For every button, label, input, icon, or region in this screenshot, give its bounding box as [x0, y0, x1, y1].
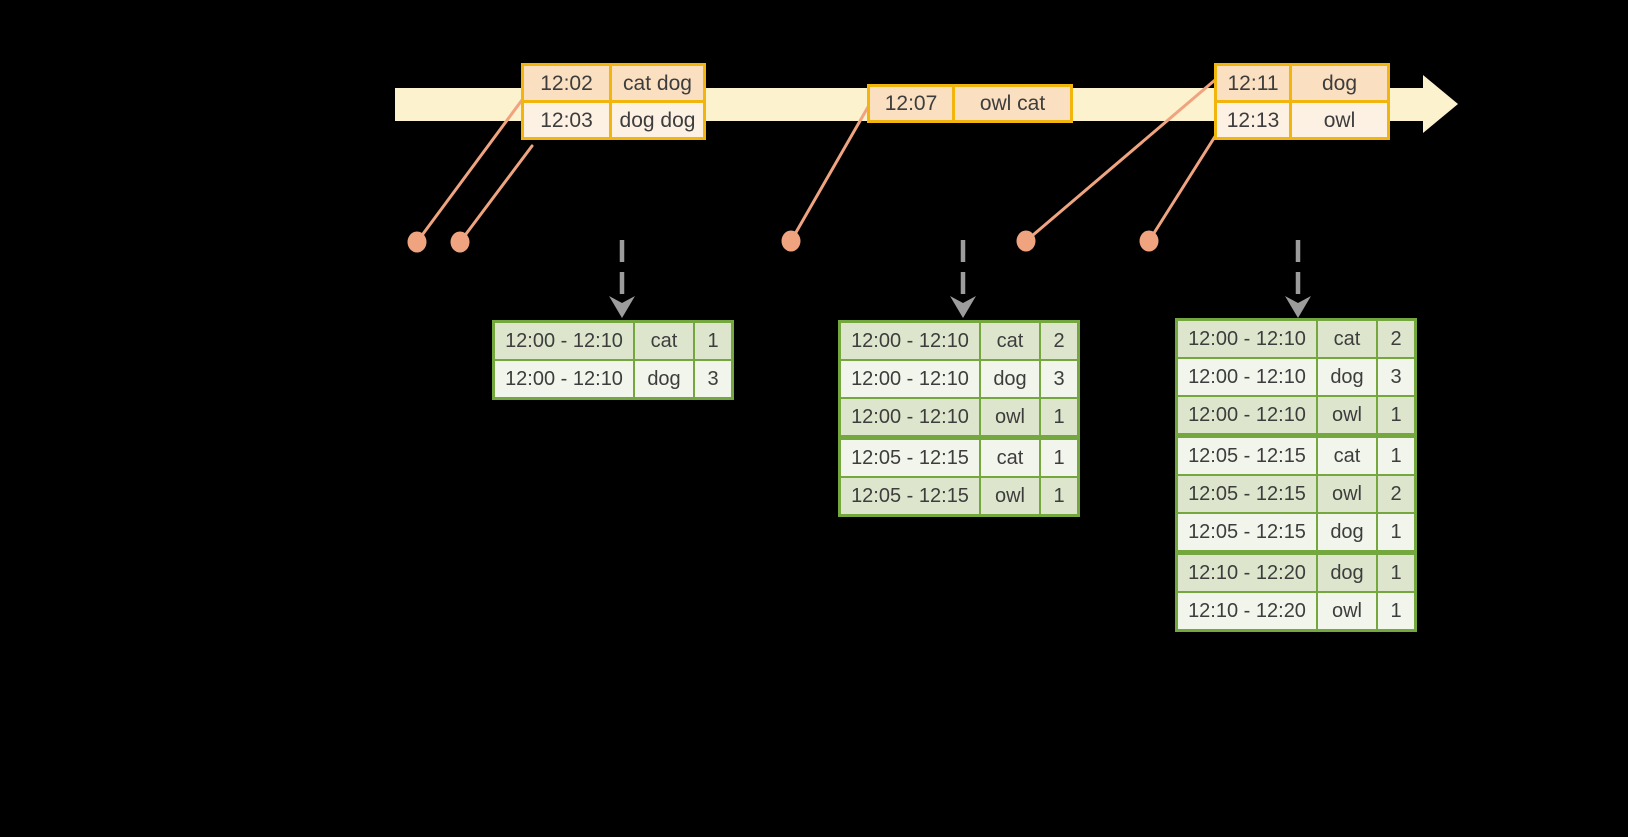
result-row: 12:00 - 12:10 owl 1: [841, 399, 1077, 435]
leader-line-3: [789, 105, 870, 243]
count-cell: 2: [1041, 323, 1077, 359]
word-cell: dog: [1318, 359, 1376, 395]
event-table-2: 12:07 owl cat: [867, 84, 1073, 123]
result-table-2: 12:00 - 12:10 cat 2 12:00 - 12:10 dog 3 …: [838, 320, 1080, 517]
result-row: 12:00 - 12:10 cat 2: [841, 323, 1077, 359]
event-dot-2: [450, 231, 470, 253]
result-table-3: 12:00 - 12:10 cat 2 12:00 - 12:10 dog 3 …: [1175, 318, 1417, 632]
leader-line-5: [1147, 125, 1223, 243]
window-cell: 12:00 - 12:10: [841, 361, 979, 397]
timeline-arrowhead: [1423, 75, 1458, 133]
result-table-1: 12:00 - 12:10 cat 1 12:00 - 12:10 dog 3: [492, 320, 734, 400]
window-cell: 12:05 - 12:15: [1178, 438, 1316, 474]
result-row: 12:00 - 12:10 cat 2: [1178, 321, 1414, 357]
event-table-1: 12:02 cat dog 12:03 dog dog: [521, 63, 706, 140]
event-time-cell: 12:07: [870, 87, 952, 120]
count-cell: 1: [1378, 397, 1414, 433]
result-row: 12:00 - 12:10 owl 1: [1178, 397, 1414, 433]
event-time-cell: 12:03: [524, 103, 609, 137]
word-cell: owl: [981, 478, 1039, 514]
window-cell: 12:10 - 12:20: [1178, 555, 1316, 591]
event-words-cell: cat dog: [612, 66, 703, 100]
result-row: 12:05 - 12:15 cat 1: [841, 440, 1077, 476]
event-dot-4: [1016, 230, 1036, 252]
event-dots: [407, 230, 1159, 253]
window-cell: 12:05 - 12:15: [1178, 476, 1316, 512]
result-row: 12:00 - 12:10 dog 3: [1178, 359, 1414, 395]
count-cell: 1: [1378, 593, 1414, 629]
result-row: 12:00 - 12:10 dog 3: [495, 361, 731, 397]
count-cell: 1: [1041, 478, 1077, 514]
word-cell: cat: [635, 323, 693, 359]
event-words-cell: dog dog: [612, 103, 703, 137]
word-cell: cat: [981, 323, 1039, 359]
word-cell: cat: [1318, 438, 1376, 474]
window-cell: 12:00 - 12:10: [495, 361, 633, 397]
trigger-arrow-head-2: [950, 296, 976, 318]
word-cell: dog: [981, 361, 1039, 397]
leader-line-2: [458, 144, 534, 244]
result-row: 12:05 - 12:15 cat 1: [1178, 438, 1414, 474]
window-cell: 12:00 - 12:10: [841, 399, 979, 435]
word-cell: owl: [981, 399, 1039, 435]
word-cell: dog: [1318, 555, 1376, 591]
word-cell: dog: [635, 361, 693, 397]
trigger-arrow-head-1: [609, 296, 635, 318]
event-words-cell: owl cat: [955, 87, 1070, 120]
leader-line-4: [1024, 78, 1217, 243]
result-row: 12:05 - 12:15 owl 1: [841, 478, 1077, 514]
window-cell: 12:05 - 12:15: [1178, 514, 1316, 550]
result-row: 12:05 - 12:15 owl 2: [1178, 476, 1414, 512]
window-cell: 12:10 - 12:20: [1178, 593, 1316, 629]
event-words-cell: owl: [1292, 103, 1387, 137]
result-row: 12:05 - 12:15 dog 1: [1178, 514, 1414, 550]
count-cell: 1: [1378, 555, 1414, 591]
event-words-cell: dog: [1292, 66, 1387, 100]
event-dot-1: [407, 231, 427, 253]
window-cell: 12:05 - 12:15: [841, 440, 979, 476]
result-row: 12:10 - 12:20 owl 1: [1178, 593, 1414, 629]
leader-line-1: [415, 98, 524, 244]
count-cell: 1: [1378, 514, 1414, 550]
word-cell: owl: [1318, 593, 1376, 629]
count-cell: 2: [1378, 476, 1414, 512]
event-dot-5: [1139, 230, 1159, 252]
window-cell: 12:00 - 12:10: [1178, 359, 1316, 395]
count-cell: 1: [1041, 440, 1077, 476]
count-cell: 3: [1041, 361, 1077, 397]
leader-lines: [415, 78, 1223, 244]
event-dot-3: [781, 230, 801, 252]
result-row: 12:10 - 12:20 dog 1: [1178, 555, 1414, 591]
count-cell: 3: [695, 361, 731, 397]
word-cell: cat: [981, 440, 1039, 476]
word-cell: owl: [1318, 397, 1376, 433]
window-cell: 12:00 - 12:10: [1178, 321, 1316, 357]
window-cell: 12:05 - 12:15: [841, 478, 979, 514]
trigger-arrows: [609, 240, 1311, 318]
word-cell: owl: [1318, 476, 1376, 512]
event-time-cell: 12:13: [1217, 103, 1289, 137]
count-cell: 1: [695, 323, 731, 359]
trigger-arrow-head-3: [1285, 296, 1311, 318]
event-table-3: 12:11 dog 12:13 owl: [1214, 63, 1390, 140]
result-row: 12:00 - 12:10 cat 1: [495, 323, 731, 359]
count-cell: 1: [1041, 399, 1077, 435]
window-cell: 12:00 - 12:10: [495, 323, 633, 359]
result-row: 12:00 - 12:10 dog 3: [841, 361, 1077, 397]
count-cell: 3: [1378, 359, 1414, 395]
word-cell: dog: [1318, 514, 1376, 550]
window-cell: 12:00 - 12:10: [841, 323, 979, 359]
count-cell: 2: [1378, 321, 1414, 357]
event-time-cell: 12:02: [524, 66, 609, 100]
count-cell: 1: [1378, 438, 1414, 474]
event-time-cell: 12:11: [1217, 66, 1289, 100]
word-cell: cat: [1318, 321, 1376, 357]
window-cell: 12:00 - 12:10: [1178, 397, 1316, 433]
